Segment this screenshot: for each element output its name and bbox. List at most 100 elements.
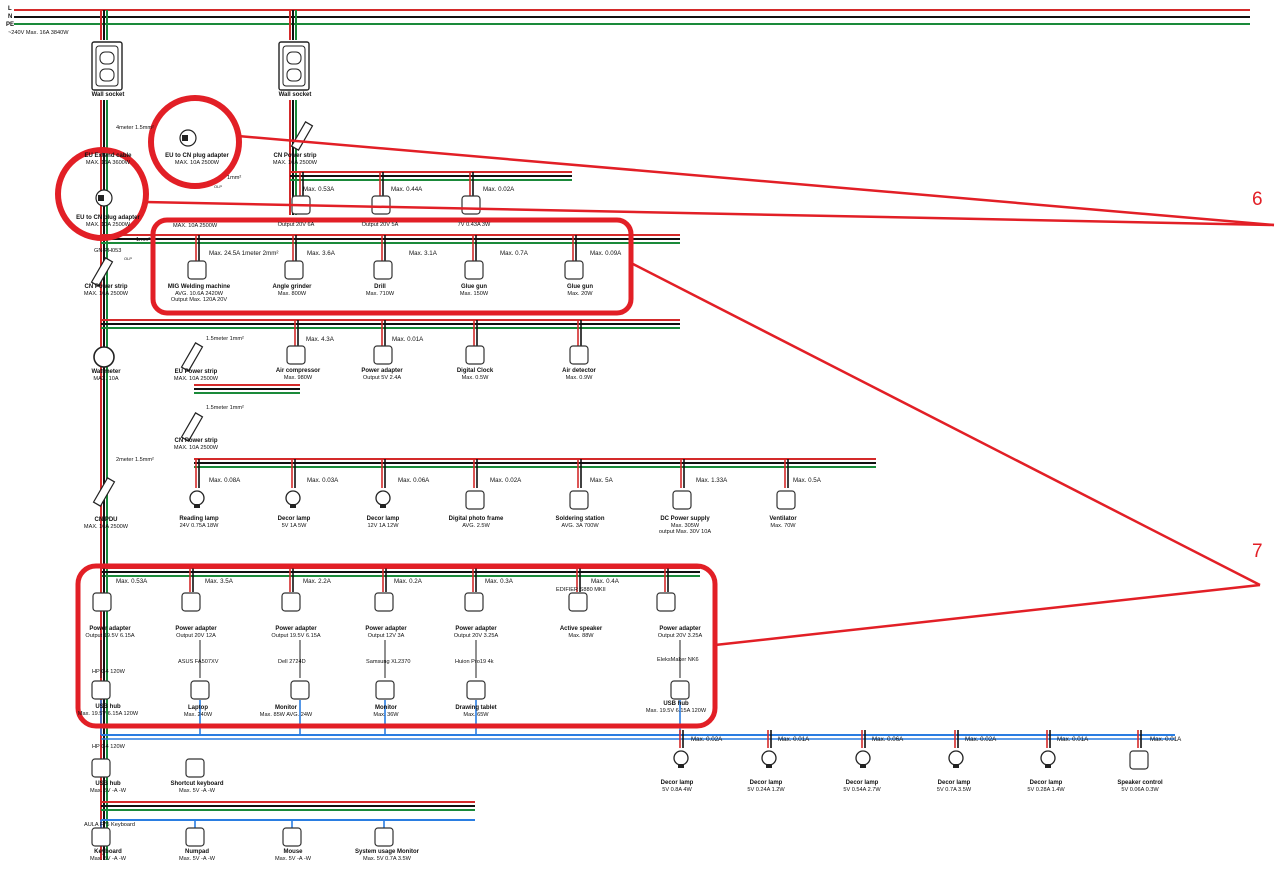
eu-power-strip-icon [180,342,204,372]
cn-power-strip-2-icon [180,412,204,442]
desk-device-2-icon [290,680,310,700]
top-load-1-icon [371,195,391,215]
monitor-1-model: Dell 2724D [278,659,306,665]
lamp-load-2-icon [375,490,391,506]
mains-n-label: N [8,14,13,20]
cable-note-2m: 2meter 1.5mm² [116,457,154,463]
usb-periph-top-1-icon [185,758,205,778]
air-load-0-icon [286,345,306,365]
olp-note-b: OLP [124,256,133,261]
lamp-load-6-icon [776,490,796,510]
top-load-1-spec: Output 20V 6A [277,222,315,228]
keyboard-model: AULA F75 Keyboard [84,822,135,828]
current-usb-1: Max. 0.02A [691,736,723,743]
lamp-load-1-icon-base [290,504,296,508]
top-load-2-spec: Output 20V 5A [361,222,399,228]
weld-load-4-icon [564,260,584,280]
current-desk-1: Max. 0.53A [116,578,148,585]
wattmeter-icon [93,346,115,368]
top-load-2-icon [461,195,481,215]
current-lamp-6: Max. 1.33A [696,477,728,484]
air-load-2-icon [465,345,485,365]
callout-6: 6 [1252,189,1263,210]
mains-pe-label: PE [6,22,15,28]
desk-load-3-icon [374,592,394,612]
callout-box-6 [150,217,634,316]
desk-load-0-icon [92,592,112,612]
cable-note-4m: 4meter 1.5mm² [116,125,154,131]
wall-socket-1-icon-outlet-2 [99,68,115,82]
lamp-load-0-icon-base [194,504,200,508]
desk-device-5-icon [670,680,690,700]
weld-strip-spec: MAX. 10A 2500W [173,223,218,229]
usb-lamp-4-icon-base [1045,764,1051,768]
current-lamp-1: Max. 0.08A [209,477,241,484]
lamp-load-1-icon [285,490,301,506]
callout-pointer-7a [632,262,1261,587]
desk-load-6-icon [656,592,676,612]
wall-socket-1-icon [91,41,123,91]
current-weld-4: Max. 0.7A [500,250,528,257]
current-desk-6: Max. 0.4A [591,578,619,585]
wall-socket-2-label: Wall socket [278,92,312,98]
current-top-1: Max. 0.53A [303,186,335,193]
cable-note-mm2: 1mm² [227,175,242,181]
weld-load-1-icon [284,260,304,280]
cn-power-strip-top-icon [290,121,314,151]
monitor-2-model: Samsung XL2370 [366,659,411,665]
wall-socket-1-label: Wall socket [91,92,125,98]
usb-lamp-2-icon-base [860,764,866,768]
callout-circle-adapter-1 [148,95,242,189]
desk-device-0-icon [91,680,111,700]
desk-load-4-icon [464,592,484,612]
top-load-3-spec: 7V 0.43A 3W [457,222,491,228]
cn-pdu-icon [92,477,116,507]
usb-periph-bottom-0-icon [91,827,111,847]
lamp-load-4-icon [569,490,589,510]
weld-load-3-icon [464,260,484,280]
air-load-3-icon [569,345,589,365]
plug-adapter-1-icon-body [182,135,188,141]
lamp-load-2-icon-base [380,504,386,508]
current-lamp-3: Max. 0.06A [398,477,430,484]
usb-periph-bottom-3-icon [374,827,394,847]
cable-note-1-5m-b: 1.5meter 1mm² [206,405,244,411]
current-air-1: Max. 4.3A [306,336,334,343]
mains-l-label: L [8,6,12,12]
current-weld-2: Max. 3.6A [307,250,335,257]
current-usb-6: Max. 0.01A [1150,736,1182,743]
callout-pointer-6b [144,200,1275,227]
gn-model-note: GN-PH053 [94,248,122,254]
current-weld-3: Max. 3.1A [409,250,437,257]
lamp-load-3-icon [465,490,485,510]
